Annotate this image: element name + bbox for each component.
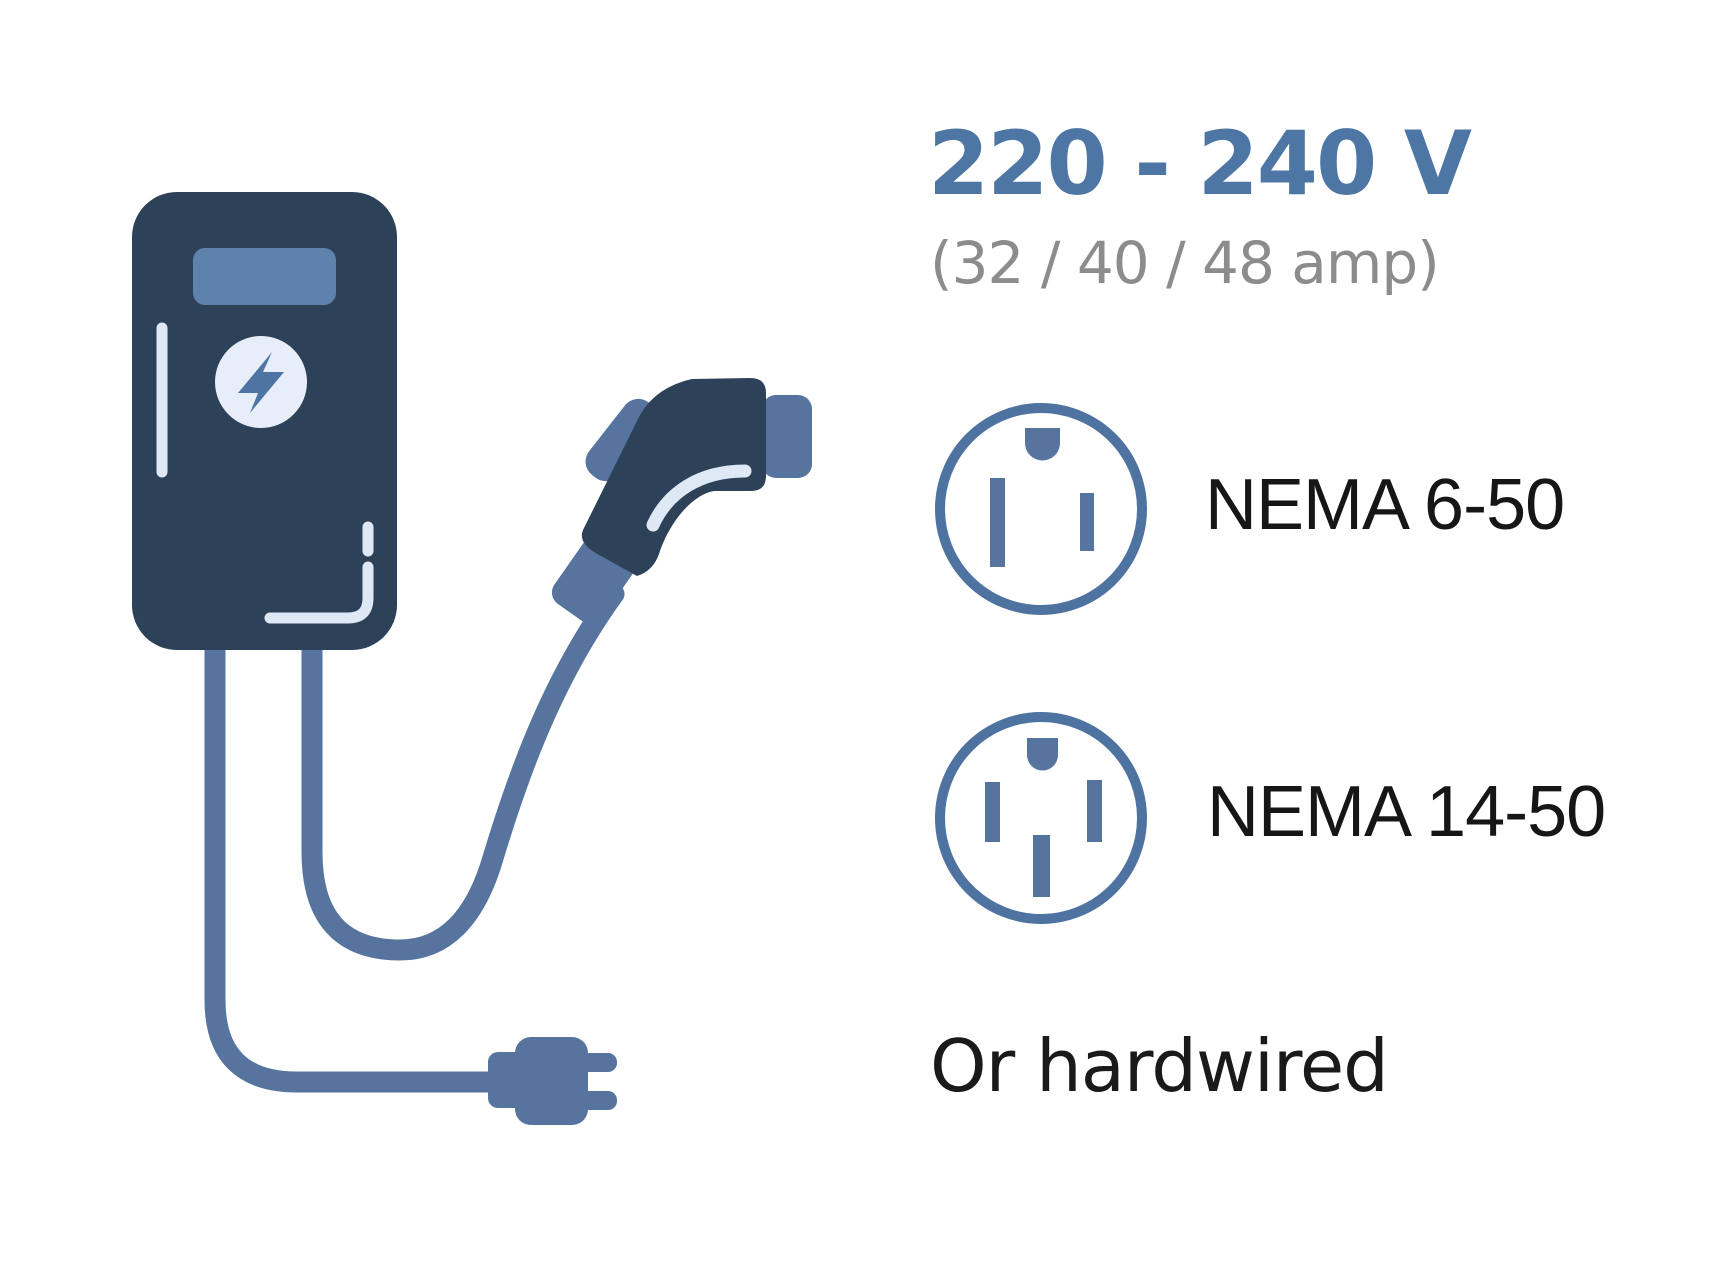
outlet-slot-right [1087, 780, 1102, 842]
outlet-face [935, 403, 1147, 615]
charging-cable [301, 583, 625, 961]
nema-6-50-outlet-icon [935, 403, 1147, 615]
amperage-subtitle: (32 / 40 / 48 amp) [930, 229, 1440, 297]
outlet-slot-right [1080, 493, 1094, 551]
ev-charger-illustration [132, 192, 812, 1125]
hardwired-note: Or hardwired [930, 1024, 1389, 1108]
charger-screen [193, 248, 336, 305]
outlet-slot-bottom [1033, 835, 1050, 897]
charging-connector-icon [551, 378, 812, 624]
outlet-slot-left [985, 782, 1000, 842]
outlet-ground-pin [1025, 428, 1060, 461]
charger-accent-corner [264, 561, 374, 624]
nema-14-50-label: NEMA 14-50 [1207, 772, 1606, 852]
voltage-heading: 220 - 240 V [928, 112, 1472, 215]
connector-nozzle [762, 395, 812, 478]
power-plug-icon [488, 1037, 617, 1125]
lightning-bolt-icon [238, 352, 284, 413]
charger-unit [132, 192, 397, 650]
connector-highlight [646, 464, 752, 532]
power-cord [204, 629, 536, 1093]
nema-14-50-outlet-icon [935, 712, 1147, 924]
outlet-face [935, 712, 1147, 924]
plug-body [515, 1037, 588, 1125]
plug-prong-bottom [580, 1091, 617, 1110]
connector-handle [581, 378, 766, 576]
nema-6-50-label: NEMA 6-50 [1205, 465, 1565, 545]
outlet-slot-left [990, 478, 1005, 567]
plug-prong-top [580, 1053, 617, 1072]
outlet-ground-pin [1027, 738, 1058, 771]
